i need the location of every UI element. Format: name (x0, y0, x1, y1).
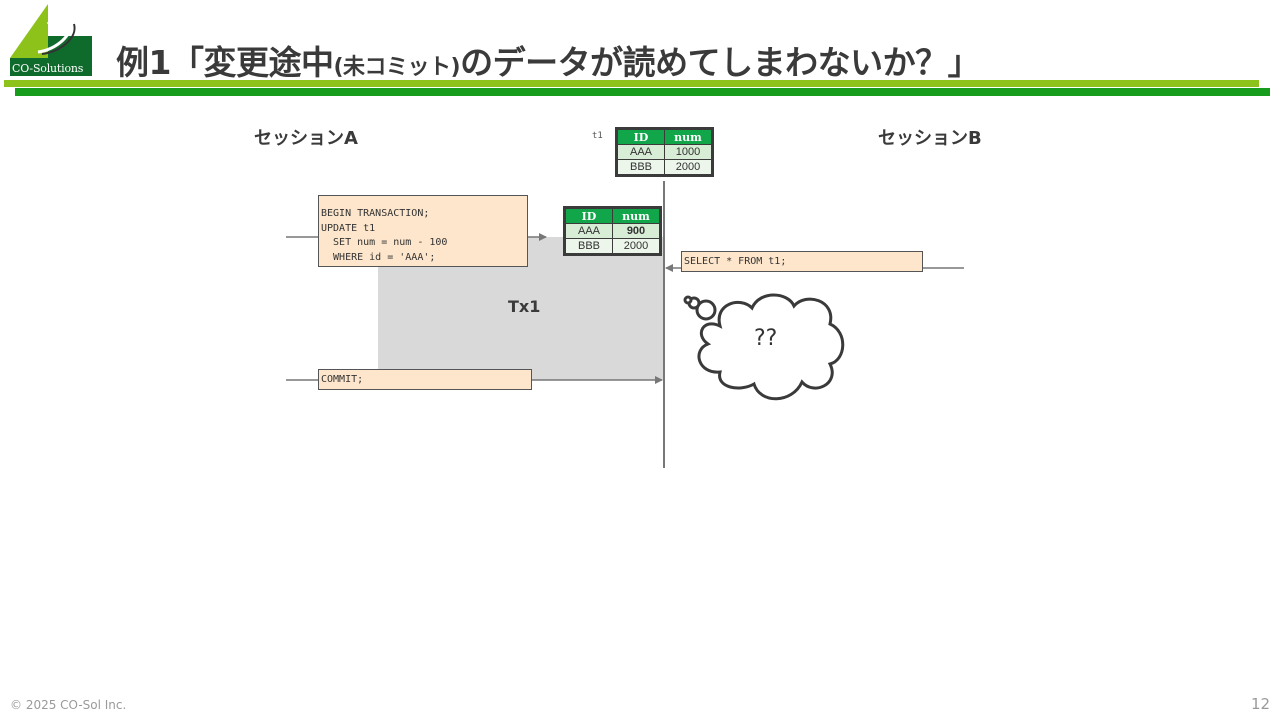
header-num: num (664, 128, 713, 145)
cell-num: 2000 (664, 159, 713, 176)
cell-num: 2000 (612, 238, 661, 255)
table-row: BBB 2000 (616, 159, 713, 176)
copyright: © 2025 CO-Sol Inc. (10, 698, 127, 712)
logo-text: CO-Solutions (12, 62, 84, 75)
header-bar-dark (15, 88, 1270, 96)
company-logo (10, 4, 92, 76)
header-id: ID (616, 128, 665, 145)
header-bar-light (4, 80, 1259, 87)
thought-cloud-icon (683, 293, 845, 401)
table-header-row: ID num (564, 207, 661, 224)
title-part-2: のデータが読めてしまわないか？」 (460, 43, 981, 82)
table-initial: ID num AAA 1000 BBB 2000 (615, 127, 714, 177)
cell-id: BBB (564, 238, 613, 255)
header-id: ID (564, 207, 613, 224)
table-header-row: ID num (616, 128, 713, 145)
cell-id: AAA (564, 223, 613, 239)
title-part-1: 例1「変更途中 (116, 43, 334, 82)
commit-sql-box: COMMIT; (318, 369, 532, 390)
table-row: BBB 2000 (564, 238, 661, 255)
table-row: AAA 900 (564, 223, 661, 239)
table-row: AAA 1000 (616, 144, 713, 160)
header-num: num (612, 207, 661, 224)
table-updated: ID num AAA 900 BBB 2000 (563, 206, 662, 256)
session-a-label: セッションA (254, 128, 358, 149)
page-title: 例1「変更途中(未コミット)のデータが読めてしまわないか？」 (116, 36, 981, 84)
cell-id: AAA (616, 144, 665, 160)
update-sql-box: BEGIN TRANSACTION; UPDATE t1 SET num = n… (318, 195, 528, 267)
session-b-label: セッションB (878, 128, 982, 149)
cell-id: BBB (616, 159, 665, 176)
thought-text: ?? (754, 326, 778, 351)
select-sql-box: SELECT * FROM t1; (681, 251, 923, 272)
table-name-label: t1 (592, 131, 603, 141)
transaction-label: Tx1 (508, 297, 541, 316)
cell-num-changed: 900 (612, 223, 661, 239)
cell-num: 1000 (664, 144, 713, 160)
page-number: 12 (1251, 695, 1271, 713)
title-part-small: (未コミット) (333, 55, 461, 80)
